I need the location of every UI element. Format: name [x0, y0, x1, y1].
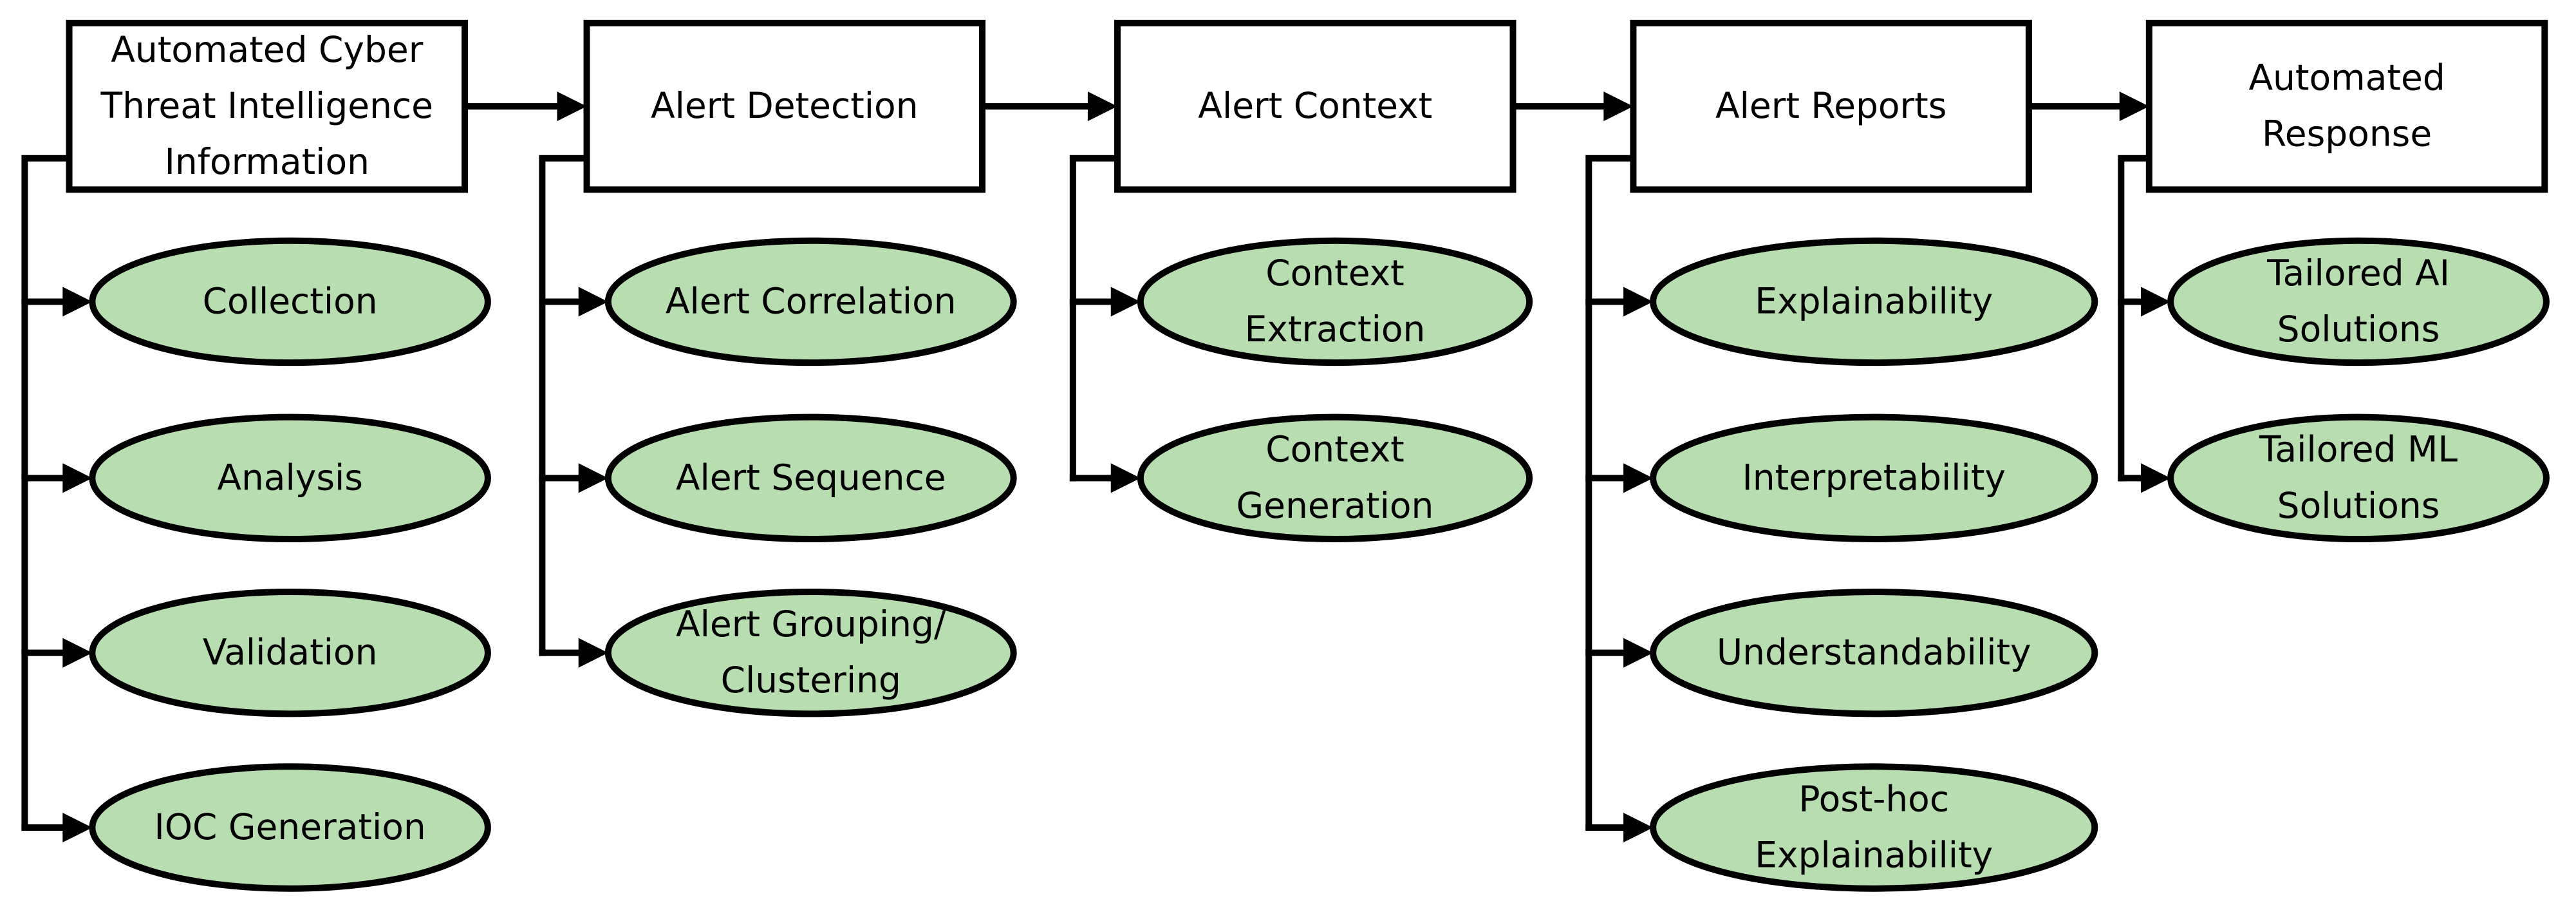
branch-arrowhead: [62, 638, 93, 668]
stage-title: Alert Context: [1198, 85, 1432, 126]
branch-arrowhead: [1623, 287, 1654, 317]
subtask-ellipse: [2167, 237, 2550, 366]
subtask-ellipse: [604, 413, 1017, 543]
subtask-label: IOC Generation: [154, 806, 426, 848]
subtask-ellipse: [1650, 763, 2098, 892]
subtask-ellipse: [604, 588, 1017, 717]
subtask-label: Understandability: [1717, 632, 2031, 673]
subtask-ellipse: [89, 588, 491, 717]
subtask-ellipse: [1650, 588, 2098, 717]
stage-connector-arrowhead: [1603, 91, 1634, 122]
stage-box: [1630, 19, 2032, 193]
subtask-ellipse: [1650, 237, 2098, 366]
subtask-label: Collection: [203, 280, 378, 321]
stage-box: [1114, 19, 1517, 193]
subtask-ellipse: [89, 237, 491, 366]
branch-arrowhead: [1110, 463, 1141, 493]
branch-arrowhead: [2141, 463, 2171, 493]
branch-arrowhead: [578, 287, 608, 317]
subtask-ellipse: [1137, 413, 1533, 543]
subtask-label: Interpretability: [1742, 457, 2006, 498]
branch-arrowhead: [578, 638, 608, 668]
subtask-label: Alert Correlation: [666, 280, 957, 321]
branch-arrowhead: [578, 463, 608, 493]
stage-box: [2145, 19, 2548, 193]
subtask-label: Explainability: [1755, 280, 1993, 321]
subtask-ellipse: [2167, 413, 2550, 543]
subtask-ellipse: [89, 763, 491, 892]
subtask-label: Alert Grouping/Clustering: [676, 603, 946, 701]
stage-box: [583, 19, 986, 193]
branch-arrowhead: [2141, 287, 2171, 317]
stage-box: [66, 19, 469, 193]
branch-arrowhead: [1623, 463, 1654, 493]
subtask-label: Analysis: [217, 457, 363, 498]
subtask-ellipse: [604, 237, 1017, 366]
subtask-ellipse: [1137, 237, 1533, 366]
stage-title: Alert Detection: [651, 85, 919, 126]
subtask-ellipse: [1650, 413, 2098, 543]
branch-trunk-line: [21, 155, 73, 831]
branch-trunk-line: [1069, 155, 1121, 482]
branch-trunk-line: [539, 155, 590, 656]
subtask-ellipse: [89, 413, 491, 543]
branch-arrowhead: [62, 812, 93, 843]
stage-connector-arrowhead: [2119, 91, 2149, 122]
branch-arrowhead: [62, 463, 93, 493]
subtask-label: Alert Sequence: [676, 457, 946, 498]
stage-connector-arrowhead: [557, 91, 587, 122]
stage-title: Alert Reports: [1715, 85, 1946, 126]
branch-arrowhead: [1623, 812, 1654, 843]
branch-trunk-line: [1585, 155, 1637, 831]
stage-connector-arrowhead: [1087, 91, 1117, 122]
branch-trunk-line: [2118, 155, 2152, 482]
subtask-label: Validation: [203, 632, 378, 673]
branch-arrowhead: [62, 287, 93, 317]
branch-arrowhead: [1623, 638, 1654, 668]
branch-arrowhead: [1110, 287, 1141, 317]
